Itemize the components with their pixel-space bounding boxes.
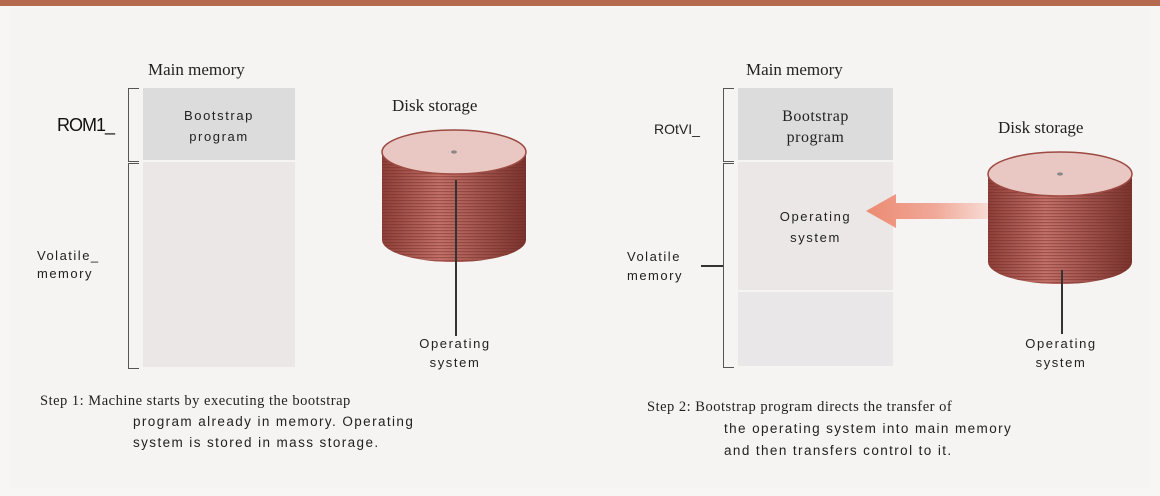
step1-os-pointer-line — [455, 180, 457, 336]
step2-os-in-memory-line2: system — [790, 230, 841, 245]
transfer-arrow-icon — [866, 194, 990, 228]
step2-caption-line3: and then transfers control to it. — [724, 443, 953, 458]
step2-caption-line2: the operating system into main memory — [724, 421, 1013, 436]
step2-rom-block: Bootstrap program — [738, 88, 893, 160]
step1-volatile-block — [143, 162, 295, 367]
step2-rom-label: ROtVI_ — [654, 121, 700, 137]
step1-rom-label: ROM1_ — [57, 115, 115, 135]
step2-os-label-line1: Operating — [1025, 336, 1097, 351]
step1-volatile-bracket — [128, 163, 139, 369]
step2-os-in-memory-line1: Operating — [779, 209, 852, 224]
step2-disk-title: Disk storage — [998, 118, 1084, 137]
step1-caption-line2: program already in memory. Operating — [133, 414, 415, 429]
step1-main-memory-title: Main memory — [148, 60, 245, 79]
step2-os-region: Operating system — [738, 162, 893, 290]
step2-caption-text: Step 2: Bootstrap program directs the tr… — [647, 399, 953, 415]
step1-rom-block: Bootstrap program — [143, 88, 295, 160]
step1-volatile-label-line2: memory — [37, 266, 93, 281]
step2-main-memory-title: Main memory — [746, 60, 843, 79]
step1-os-label-line2: system — [429, 355, 481, 370]
step2-volatile-tick — [701, 265, 723, 267]
step1-caption-line1: Step 1: Machine starts by executing the … — [40, 390, 351, 412]
step2-rom-text-line1: Bootstrap — [782, 108, 849, 125]
step2-rom-bracket — [723, 88, 734, 162]
step2-caption-line1: Step 2: Bootstrap program directs the tr… — [647, 396, 952, 418]
step1-disk-title: Disk storage — [392, 96, 478, 115]
step2-rom-text-line2: program — [786, 129, 845, 146]
step1-rom-text-line2: program — [189, 129, 249, 144]
step2-volatile-label-line1: Volatile — [627, 249, 681, 264]
step2-disk-icon — [987, 151, 1133, 284]
top-accent-bar — [0, 0, 1160, 6]
step1-disk-icon — [381, 129, 527, 262]
step1-os-label-line1: Operating — [419, 336, 491, 351]
step2-os-label-line2: system — [1035, 355, 1087, 370]
step2-volatile-label-line2: memory — [627, 268, 683, 283]
step2-free-region — [738, 292, 893, 366]
step2-os-pointer-line — [1061, 270, 1063, 334]
step2-volatile-bracket — [723, 163, 734, 368]
step1-caption-text: Step 1: Machine starts by executing the … — [40, 393, 351, 409]
step1-rom-bracket — [128, 88, 139, 162]
step1-caption-line3: system is stored in mass storage. — [133, 435, 380, 450]
step1-rom-text-line1: Bootstrap — [183, 108, 255, 123]
step1-volatile-label-line1: Volatile_ — [37, 248, 100, 263]
